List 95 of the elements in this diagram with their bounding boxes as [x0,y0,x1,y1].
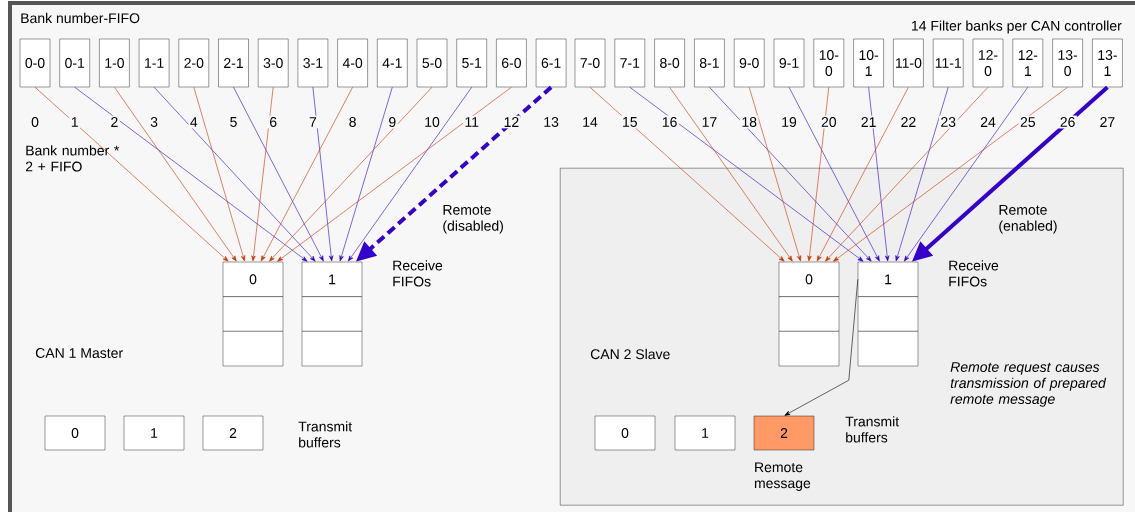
arrow [339,86,393,262]
filter-bank-box: 8-1 [694,38,725,88]
arrow [312,86,334,262]
arrow [74,86,308,262]
filter-bank-box: 11-1 [933,38,964,88]
buffer-box: 0 [594,415,656,451]
arrow [784,279,859,416]
filter-bank-box: 12-0 [972,38,1004,88]
fifo-cell [301,331,363,367]
filter-bank-box: 2-1 [218,38,249,88]
buffer-box: 0 [44,415,106,451]
filter-bank-box: 5-1 [456,38,487,88]
fifo-cell [857,331,919,367]
index-number: 9 [386,115,398,129]
fifo-cell: 1 [301,261,363,297]
arrow [748,86,802,262]
filter-bank-box: 0-1 [59,38,90,88]
note: Remote request causes transmission of prepared remote message [950,362,1107,407]
filter-bank-box: 6-0 [496,38,527,88]
fifo-cell [222,331,284,367]
arrow [260,86,353,262]
fifo-cell: 1 [857,261,919,297]
formula-note: Bank number * 2 + FIFO [25,145,120,172]
arrow [709,86,872,262]
group-label: Receive FIFOs [949,260,999,287]
filter-bank-box: 7-1 [614,38,645,88]
filter-bank-box: 2-0 [178,38,209,88]
filter-bank-box: 4-0 [337,38,368,88]
arrow [153,86,316,262]
filter-bank-box: 8-0 [654,38,685,88]
filter-bank-box: 10-0 [813,38,844,88]
filter-bank-box: 3-0 [258,38,289,88]
filter-bank-box: 0-0 [19,38,51,88]
arrow [193,86,246,262]
filter-bank-box: 13-0 [1052,38,1083,88]
filter-bank-box: 9-1 [773,38,805,88]
arrow [233,86,324,262]
filter-bank-box: 1-0 [99,38,130,88]
group-label: Transmit buffers [845,416,900,443]
arrow [589,86,785,262]
arrow [788,86,880,262]
arrow [895,86,949,262]
heading: Bank number-FIFO [21,12,140,24]
edge-label: Remote (disabled) [443,205,503,234]
index-number: 6 [267,115,279,129]
arrow [807,86,830,262]
arrow [348,86,472,262]
index-number: 0 [29,115,41,129]
arrow [114,86,237,262]
filter-bank-box: 10-1 [853,38,884,88]
heading: 14 Filter banks per CAN controller [912,20,1122,34]
index-number: 2 [109,115,120,129]
buffer-box: 2 [753,415,815,451]
arrow [669,86,793,262]
filter-bank-box: 12-1 [1012,38,1043,88]
fifo-cell: 0 [222,261,284,297]
controller-label: CAN 1 Master [35,348,123,358]
arrow [825,86,989,262]
buffer-box: 2 [202,415,264,451]
arrow [904,86,1029,262]
filter-bank-box: 11-0 [893,38,924,88]
arrow [269,86,433,262]
buffer-box: 1 [674,415,736,451]
filter-bank-box: 9-0 [734,38,765,88]
arrow [34,86,229,262]
edge-label: Remote (enabled) [999,205,1057,234]
index-number: 1 [69,115,81,129]
filter-bank-box: 13-1 [1092,38,1123,88]
buffer-caption: Remote message [754,462,811,491]
index-number: 7 [307,115,319,129]
filter-bank-box: 7-0 [574,38,606,88]
filter-bank-box: 5-0 [416,38,448,88]
arrow [277,86,512,262]
fifo-cell: 0 [778,261,840,297]
fifo-cell [301,296,363,332]
fifo-cell [857,296,919,332]
fifo-cell [778,331,840,367]
index-number: 5 [228,115,239,129]
group-label: Transmit buffers [298,421,353,448]
arrow [816,86,909,262]
fifo-cell [222,296,284,332]
arrow [833,86,1068,262]
arrow [629,86,864,262]
buffer-box: 1 [123,415,185,451]
group-label: Receive FIFOs [393,260,443,287]
index-number: 8 [347,115,358,129]
filter-bank-box: 4-1 [377,38,408,88]
index-number: 4 [188,115,200,129]
arrow [868,86,890,262]
fifo-cell [778,296,840,332]
index-number: 3 [148,115,160,129]
filter-bank-box: 1-1 [138,38,170,88]
filter-bank-box: 3-1 [297,38,329,88]
arrow [251,86,274,262]
filter-bank-box: 6-1 [535,38,567,88]
